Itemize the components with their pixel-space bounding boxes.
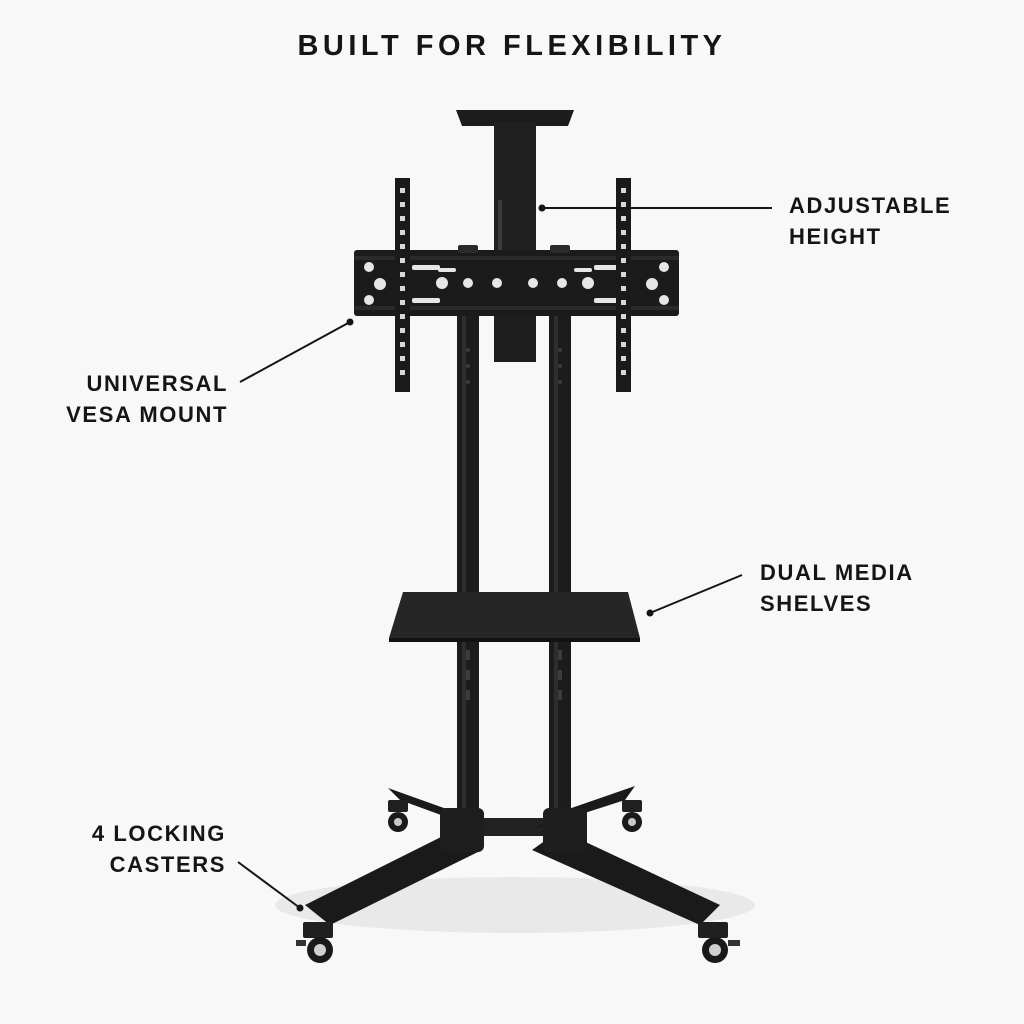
caster-front-left bbox=[296, 922, 333, 963]
page-title: BUILT FOR FLEXIBILITY bbox=[297, 30, 727, 62]
left-vesa-bracket bbox=[395, 178, 410, 392]
callout-line: CASTERS bbox=[109, 852, 226, 877]
callout-line: HEIGHT bbox=[789, 224, 882, 249]
callout-line: ADJUSTABLE bbox=[789, 193, 952, 218]
callout-line: DUAL MEDIA bbox=[760, 560, 914, 585]
caster-back-left bbox=[388, 800, 408, 832]
base bbox=[305, 786, 720, 925]
callout-media-shelves: DUAL MEDIA SHELVES bbox=[760, 557, 914, 619]
bracket-holes bbox=[400, 188, 626, 375]
casters-leader bbox=[237, 861, 301, 909]
media-shelves-dot bbox=[646, 609, 654, 617]
left-pole bbox=[457, 315, 479, 835]
callout-casters: 4 LOCKING CASTERS bbox=[40, 818, 226, 880]
callout-line: SHELVES bbox=[760, 591, 873, 616]
right-vesa-bracket bbox=[616, 178, 631, 392]
media-shelf bbox=[389, 592, 640, 638]
media-shelves-leader bbox=[649, 574, 743, 614]
rail-holes bbox=[364, 262, 669, 305]
right-pole bbox=[549, 315, 571, 835]
pole-holes bbox=[466, 348, 562, 700]
callout-line: UNIVERSAL bbox=[86, 371, 228, 396]
vesa-mount-leader bbox=[239, 321, 351, 383]
casters-dot bbox=[296, 904, 304, 912]
callout-vesa-mount: UNIVERSAL VESA MOUNT bbox=[40, 368, 228, 430]
adjustable-height-dot bbox=[538, 204, 546, 212]
callout-line: 4 LOCKING bbox=[91, 821, 226, 846]
callout-adjustable-height: ADJUSTABLE HEIGHT bbox=[789, 190, 951, 252]
camera-shelf bbox=[456, 110, 574, 126]
callout-line: VESA MOUNT bbox=[66, 402, 228, 427]
caster-back-right bbox=[622, 800, 642, 832]
caster-front-right bbox=[698, 922, 740, 963]
vesa-mount-dot bbox=[346, 318, 354, 326]
casters bbox=[296, 800, 740, 963]
